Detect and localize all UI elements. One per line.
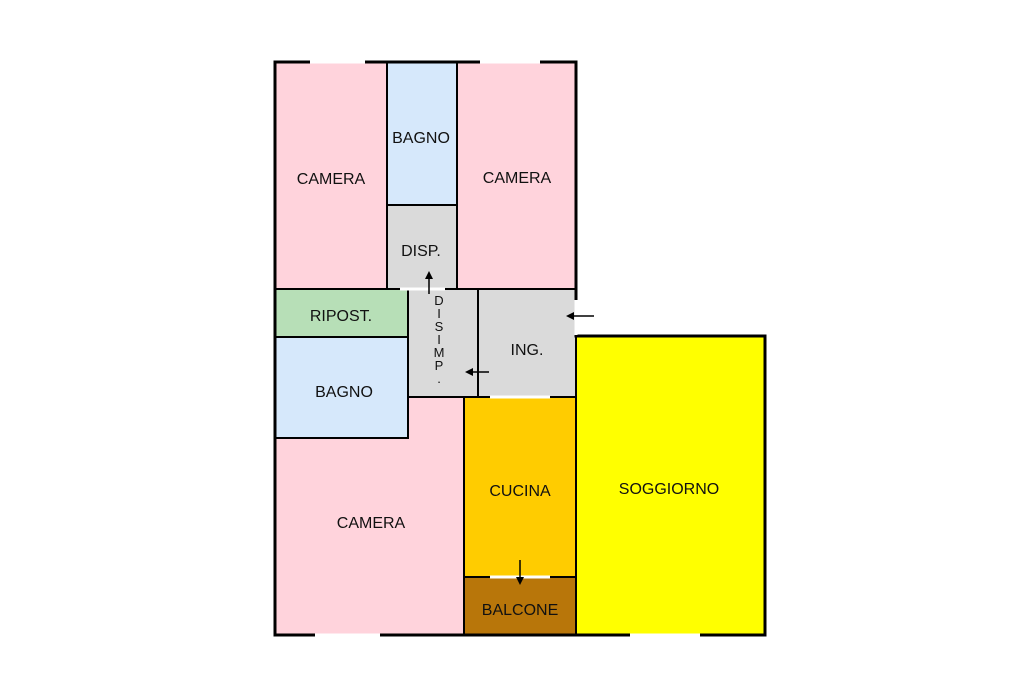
- outer-wall: [273, 60, 767, 637]
- label-ing: ING.: [511, 342, 544, 359]
- room-bagno-top: [386, 61, 458, 206]
- disimp-letter: .: [437, 371, 441, 386]
- room-soggiorno: [575, 335, 766, 636]
- room-camera-top-left: [274, 61, 388, 290]
- disimp-letter: M: [434, 345, 445, 360]
- label-camera-top-right: CAMERA: [483, 170, 552, 187]
- arrow-down-icon: [516, 560, 524, 585]
- room-disp: [386, 204, 458, 290]
- label-bagno-left: BAGNO: [315, 384, 373, 401]
- arrow-left-icon: [465, 368, 489, 376]
- label-ripost: RIPOST.: [310, 308, 372, 325]
- disimp-letter: I: [437, 306, 441, 321]
- label-balcone: BALCONE: [482, 602, 558, 619]
- disimp-letter: P: [435, 358, 444, 373]
- arrow-left-icon: [566, 312, 594, 320]
- label-soggiorno: SOGGIORNO: [619, 481, 719, 498]
- disimp-letter: D: [434, 293, 443, 308]
- label-cucina: CUCINA: [489, 483, 551, 500]
- arrow-up-icon: [425, 271, 433, 294]
- label-bagno-top: BAGNO: [392, 130, 450, 147]
- disimp-letter: S: [435, 319, 444, 334]
- label-disp: DISP.: [401, 243, 441, 260]
- label-camera-top-left: CAMERA: [297, 171, 366, 188]
- disimp-letter: I: [437, 332, 441, 347]
- label-camera-bottom: CAMERA: [337, 515, 406, 532]
